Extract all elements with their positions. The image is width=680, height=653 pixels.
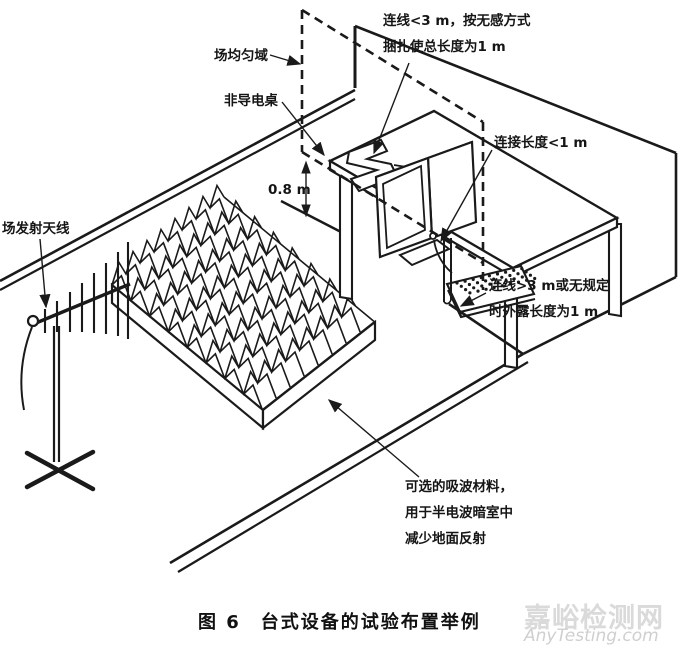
keyboard-keys	[455, 267, 537, 295]
left-wall-floor-edge	[0, 88, 356, 283]
leader-table	[281, 101, 325, 157]
keyboard-key	[504, 270, 508, 274]
antenna-feed-point	[26, 314, 40, 328]
label-field-antenna: 场发射天线	[2, 221, 70, 237]
keyboard-key	[508, 282, 512, 286]
keyboard-key	[492, 285, 496, 290]
floor-cable	[443, 238, 524, 356]
leader-field-uniform	[269, 54, 302, 66]
antenna-elements	[43, 242, 130, 339]
keyboard-key	[459, 284, 463, 288]
keyboard-key	[480, 284, 484, 288]
leader-lines	[39, 54, 493, 478]
keyboard-key	[464, 288, 468, 292]
keyboard-key	[472, 286, 476, 290]
keyboard-key	[524, 270, 528, 274]
equipment-under-test	[345, 138, 537, 356]
absorber-block	[110, 183, 377, 431]
floor-reference-tick	[280, 199, 342, 234]
label-exposed-cable: 连线>3 m或无规定 时外露长度为1 m	[489, 278, 610, 320]
label-non-conductive-table: 非导电桌	[224, 93, 278, 109]
keyboard-key	[455, 281, 459, 285]
label-field-uniform-area: 场均匀域	[214, 48, 268, 64]
watermark-chinese: 嘉峪检测网	[524, 603, 664, 634]
keyboard-key	[508, 273, 512, 278]
keyboard-key	[475, 281, 480, 285]
keyboard-key	[500, 275, 504, 279]
monitor-stand	[398, 238, 451, 267]
keyboard-key	[487, 274, 491, 278]
label-table-height: 0.8 m	[268, 182, 311, 198]
keyboard-key	[467, 282, 471, 287]
keyboard-key	[488, 282, 492, 286]
keyboard-key	[484, 287, 488, 291]
right-wall-top-edge	[354, 24, 677, 155]
keyboard-key	[512, 268, 516, 272]
keyboard-key	[471, 277, 475, 281]
figure-caption: 图 6 台式设备的试验布置举例	[198, 612, 481, 633]
leader-connection	[440, 149, 493, 243]
table-leg	[338, 165, 354, 301]
ground-plane-edges	[169, 199, 677, 573]
keyboard-key	[520, 267, 524, 271]
height-dimension	[301, 160, 311, 218]
keyboard-key	[495, 272, 500, 276]
keyboard-cable	[433, 239, 453, 274]
keyboard-key	[484, 279, 488, 283]
leader-antenna	[39, 238, 51, 309]
keyboard-key	[500, 284, 504, 288]
antenna-tripod-base	[24, 449, 96, 492]
keyboard-key	[520, 275, 524, 279]
keyboard-key	[468, 291, 472, 295]
antenna-cable	[20, 326, 33, 411]
label-absorber: 可选的吸波材料， 用于半电波暗室中 减少地面反射	[405, 479, 513, 547]
keyboard-key	[516, 280, 521, 284]
antenna-mast	[52, 326, 61, 462]
field-antenna-drawing	[20, 242, 131, 492]
keyboard-key	[525, 278, 529, 282]
watermark-english: AnyTesting.com	[524, 626, 659, 646]
keyboard-key	[463, 279, 467, 283]
pyramid-absorbers	[111, 183, 375, 411]
label-connection-length: 连接长度<1 m	[494, 135, 588, 151]
keyboard-key	[496, 280, 500, 284]
chamber-walls	[0, 24, 678, 291]
keyboard-key	[533, 276, 537, 281]
keyboard-key	[504, 279, 508, 283]
keyboard-key	[476, 289, 480, 293]
monitor-screen	[382, 164, 426, 250]
field-uniform-area-plane	[300, 8, 485, 290]
keyboard-key	[492, 277, 496, 281]
crt-monitor	[374, 140, 478, 267]
table-leg	[607, 222, 623, 318]
leader-exposed-cable	[459, 292, 487, 307]
keyboard-key	[512, 277, 516, 281]
keyboard-key	[516, 272, 520, 276]
leader-absorber	[327, 399, 420, 478]
label-cable-bundling: 连线<3 m，按无感方式 捆扎使总长度为1 m	[383, 13, 531, 55]
leader-bundle	[373, 62, 410, 155]
keyboard-key	[528, 273, 533, 277]
